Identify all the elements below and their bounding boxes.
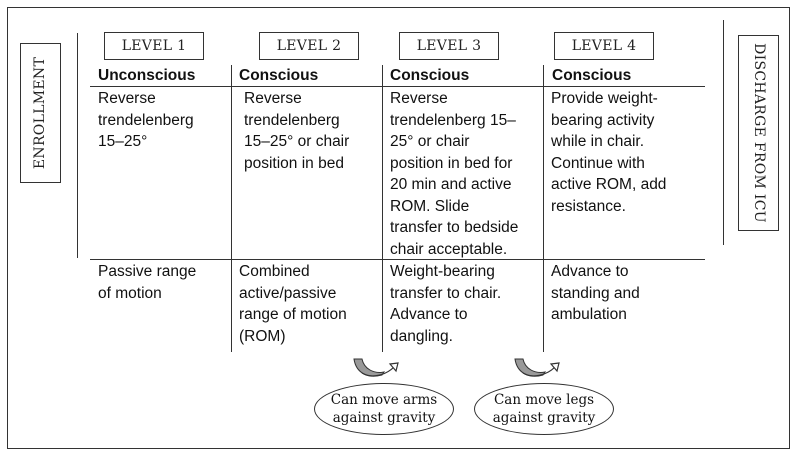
level-1-position: Reverse trendelenberg 15–25° [98,90,194,150]
level-4-box: LEVEL 4 [554,32,654,60]
level-4-activity: Advance to standing and ambulation [551,263,640,323]
level-3-box: LEVEL 3 [399,32,499,60]
enrollment-divider [77,33,78,258]
diagram-frame [7,7,790,449]
level-2-position: Reverse trendelenberg 15–25° or chair po… [244,90,350,172]
enrollment-label: ENROLLMENT [32,56,49,170]
level-1-activity: Passive range of motion [98,263,197,302]
row-rule [90,259,705,260]
level-1-box: LEVEL 1 [104,32,204,60]
enrollment-box: ENROLLMENT [20,43,61,183]
transition-arrow-icon-1 [353,358,399,377]
legs-gravity-bubble: Can move legs against gravity [474,383,614,435]
header-rule [90,86,705,87]
discharge-divider [723,20,724,245]
column-divider-3 [543,65,544,352]
level-3-state: Conscious [390,67,470,84]
level-1-state: Unconscious [98,67,196,84]
transition-arrow-icon-2 [514,358,560,377]
level-3-activity: Weight-bearing transfer to chair. Advanc… [390,263,502,345]
level-2-box: LEVEL 2 [259,32,359,60]
level-3-position: Reverse trendelenberg 15– 25° or chair p… [390,90,519,258]
column-divider-2 [382,65,383,352]
level-4-position: Provide weight- bearing activity while i… [551,90,667,215]
discharge-label: DISCHARGE FROM ICU [750,43,767,223]
arms-gravity-bubble: Can move arms against gravity [314,383,454,435]
level-4-state: Conscious [552,67,632,84]
column-divider-1 [231,65,232,352]
level-2-activity: Combined active/passive range of motion … [239,263,347,345]
discharge-box: DISCHARGE FROM ICU [738,35,779,231]
level-2-state: Conscious [239,67,319,84]
